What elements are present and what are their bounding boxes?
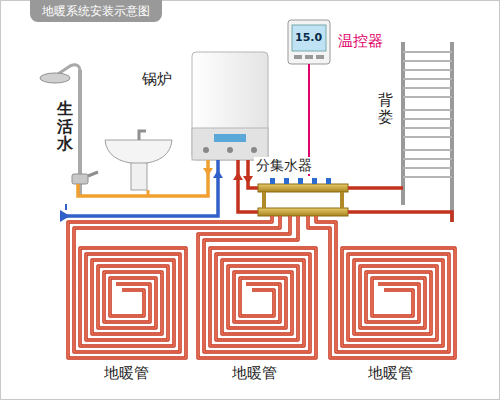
heating-pipe <box>308 216 455 358</box>
manifold <box>258 178 348 216</box>
part-label: 分集水器 <box>254 157 314 174</box>
part-label: 锅炉 <box>142 70 172 88</box>
towel-rack <box>348 42 452 222</box>
boiler <box>192 52 268 160</box>
heating-pipe <box>204 216 310 352</box>
boiler-pipes <box>60 160 258 222</box>
title-tab: 地暖系统安装示意图 <box>30 0 162 22</box>
part-label: 地暖管 <box>232 364 277 382</box>
part-label: 温控器 <box>338 32 383 50</box>
part-label: 地暖管 <box>368 364 413 382</box>
shower <box>40 65 98 196</box>
heating-pipe <box>198 216 316 358</box>
heating-pipe <box>316 216 449 352</box>
heating-pipe <box>308 216 455 358</box>
part-label: 生活水 <box>57 100 73 153</box>
part-label: 地暖管 <box>104 364 149 382</box>
heating-pipe <box>198 216 316 358</box>
thermostat <box>288 20 330 176</box>
sink <box>105 131 172 190</box>
heating-pipe <box>316 216 449 352</box>
part-label: 背娄 <box>378 92 393 125</box>
display-reading: 15.0 <box>295 31 322 44</box>
heating-pipe <box>204 216 310 352</box>
